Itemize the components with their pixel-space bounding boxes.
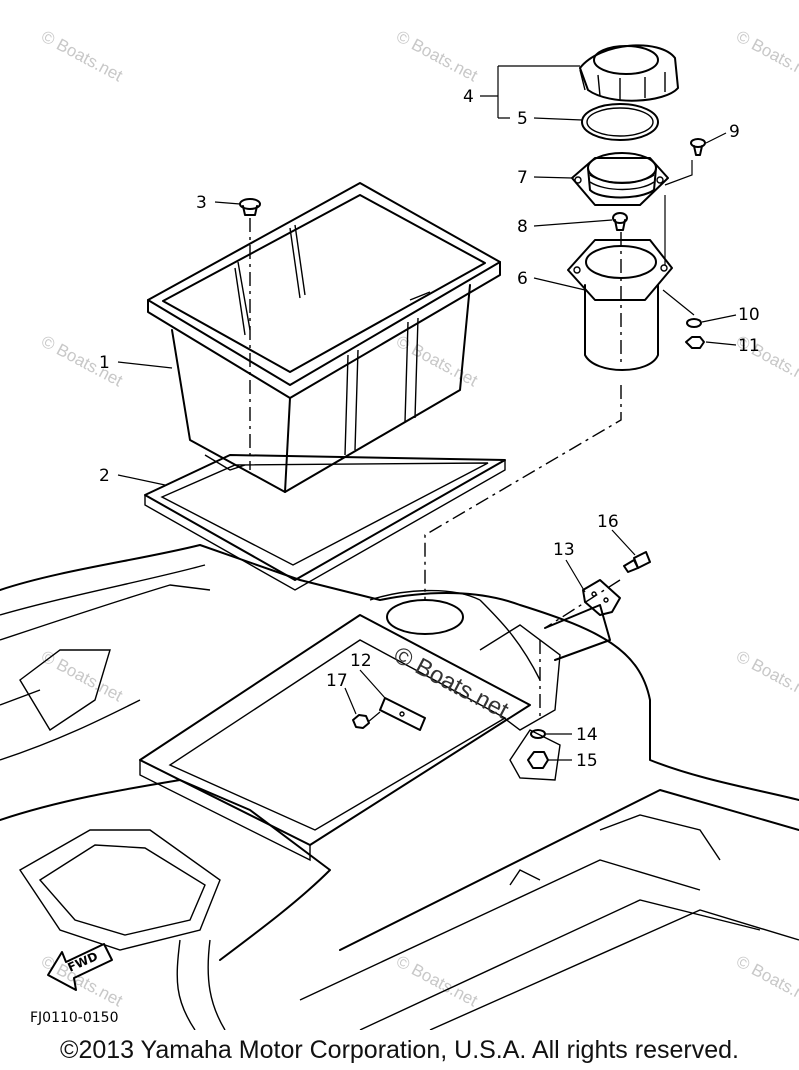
mount-plate [509,729,561,781]
nut-to-plate [367,711,381,723]
callout-17: 17 [326,671,348,691]
plate-12 [379,697,426,731]
watermark: © Boats.net [733,647,799,706]
center-watermark: © Boats.net [389,641,513,724]
watermark: © Boats.net [733,27,799,86]
bracket-13 [544,579,621,661]
callout-9: 9 [729,122,740,142]
screw-9 [690,138,706,156]
watermark: © Boats.net [393,27,481,86]
copyright-notice: ©2013 Yamaha Motor Corporation, U.S.A. A… [60,1036,739,1064]
callout-4: 4 [463,87,474,107]
o-ring [581,103,659,141]
filler-cup [567,239,673,371]
callout-12: 12 [350,651,372,671]
filler-cap [579,44,679,102]
parts-diagram: © Boats.net © Boats.net © Boats.net © Bo… [0,27,799,1030]
callout-1: 1 [99,353,110,373]
screw-8 [612,212,628,231]
callout-8: 8 [517,217,528,237]
callout-14: 14 [576,725,598,745]
diagram-code: FJ0110-0150 [30,1010,119,1026]
watermark: © Boats.net [38,647,126,706]
callout-15: 15 [576,751,598,771]
leader-lines [117,65,737,761]
callout-3: 3 [196,193,207,213]
nut-15 [527,751,549,769]
assembly-lines [662,160,695,316]
storage-box [147,182,501,493]
filler-flange [571,152,669,206]
nut-17 [352,714,370,729]
bolt-16 [623,551,651,573]
washer-14 [530,729,546,739]
callout-7: 7 [517,168,528,188]
bracket-mount [479,624,561,731]
watermark: © Boats.net [38,332,126,391]
watermark: © Boats.net [393,952,481,1011]
nut-11 [685,336,705,349]
box-gasket [144,454,506,591]
callout-6: 6 [517,269,528,289]
callout-2: 2 [99,466,110,486]
watermark: © Boats.net [733,952,799,1011]
callout-13: 13 [553,540,575,560]
washer-10 [686,318,702,328]
bracket-line [539,579,621,720]
cup-to-hull-line [424,385,622,600]
callout-11: 11 [738,336,760,356]
watermark: © Boats.net [38,27,126,86]
callout-10: 10 [738,305,760,325]
callout-16: 16 [597,512,619,532]
callout-5: 5 [517,109,528,129]
